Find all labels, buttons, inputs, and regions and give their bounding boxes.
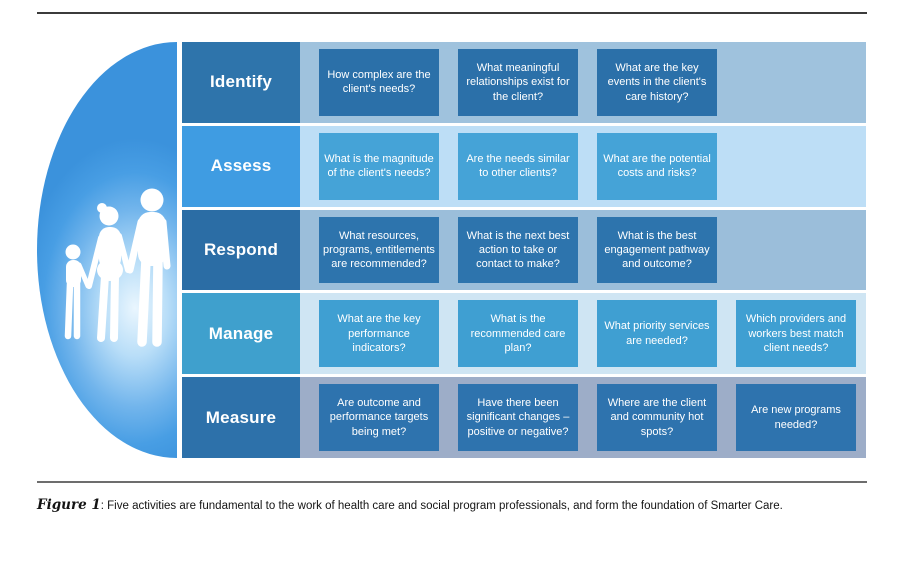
question-box: What are the key performance indicators? bbox=[319, 300, 439, 368]
activity-label-measure: Measure bbox=[182, 377, 300, 458]
question-box: What resources, programs, entitlements a… bbox=[319, 216, 439, 284]
question-box: Are outcome and performance targets bein… bbox=[319, 384, 439, 451]
question-box: What are the key events in the client's … bbox=[597, 49, 717, 116]
activity-label-identify: Identify bbox=[182, 42, 300, 123]
activity-row: Identify How complex are the client's ne… bbox=[182, 42, 866, 123]
question-box: Where are the client and community hot s… bbox=[597, 384, 717, 451]
activity-label-manage: Manage bbox=[182, 293, 300, 375]
activity-label-assess: Assess bbox=[182, 125, 300, 207]
figure-caption: Figure 1: Five activities are fundamenta… bbox=[37, 497, 882, 513]
question-box: What are the potential costs and risks? bbox=[597, 132, 717, 200]
question-box: What priority services are needed? bbox=[597, 300, 717, 368]
top-rule bbox=[37, 12, 867, 14]
question-band: Are outcome and performance targets bein… bbox=[300, 377, 866, 458]
activity-row: Respond What resources, programs, entitl… bbox=[182, 209, 866, 291]
bottom-rule bbox=[37, 481, 867, 483]
question-box: Are new programs needed? bbox=[736, 384, 856, 451]
question-band: What are the key performance indicators?… bbox=[300, 293, 866, 375]
activity-row: Manage What are the key performance indi… bbox=[182, 293, 866, 375]
question-band: How complex are the client's needs? What … bbox=[300, 42, 866, 123]
figure-caption-label: Figure 1 bbox=[37, 497, 101, 513]
client-bubble bbox=[37, 42, 177, 458]
question-box: What is the best engagement pathway and … bbox=[597, 216, 717, 284]
question-band: What is the magnitude of the client's ne… bbox=[300, 125, 866, 207]
question-box: What is the recommended care plan? bbox=[458, 300, 578, 368]
activity-row: Assess What is the magnitude of the clie… bbox=[182, 125, 866, 207]
question-box: Which providers and workers best match c… bbox=[736, 300, 856, 368]
question-box: Are the needs similar to other clients? bbox=[458, 132, 578, 200]
activity-grid: Identify How complex are the client's ne… bbox=[182, 42, 866, 458]
question-box: How complex are the client's needs? bbox=[319, 49, 439, 116]
activity-label-respond: Respond bbox=[182, 209, 300, 291]
family-silhouette-icon bbox=[64, 188, 171, 347]
question-box: Have there been significant changes – po… bbox=[458, 384, 578, 451]
question-box: What is the magnitude of the client's ne… bbox=[319, 132, 439, 200]
question-box: What meaningful relationships exist for … bbox=[458, 49, 578, 116]
activity-row: Measure Are outcome and performance targ… bbox=[182, 377, 866, 458]
figure-caption-text: : Five activities are fundamental to the… bbox=[100, 500, 783, 512]
question-box: What is the next best action to take or … bbox=[458, 216, 578, 284]
question-band: What resources, programs, entitlements a… bbox=[300, 209, 866, 291]
